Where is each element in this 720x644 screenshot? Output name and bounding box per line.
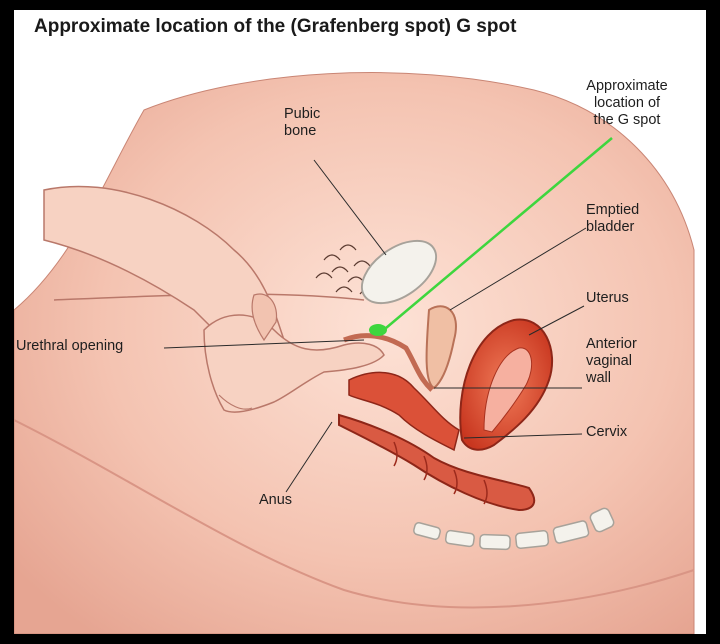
label-anterior-vaginal-wall: Anterior vaginal wall [586, 336, 637, 386]
bladder-shape [425, 305, 457, 390]
anatomy-illustration [14, 72, 695, 634]
label-uterus: Uterus [586, 290, 629, 306]
buttock-contour [14, 419, 695, 609]
urethra-shape [343, 333, 434, 392]
coccyx-vertebrae [413, 507, 615, 551]
hand-illustration [43, 185, 385, 413]
diagram-panel: Approximate location of the (Grafenberg … [14, 10, 706, 634]
label-cervix: Cervix [586, 424, 628, 440]
pubic-bone-shape [360, 239, 438, 305]
leader-lines [163, 159, 587, 493]
g-spot-pointer-line [385, 137, 613, 329]
uterine-cavity [483, 347, 533, 433]
label-urethral-opening: Urethral opening [16, 338, 124, 354]
diagram-title: Approximate location of the (Grafenberg … [34, 16, 517, 37]
rectum-folds [393, 441, 488, 505]
g-spot-marker [369, 324, 387, 336]
vagina-shape [348, 371, 460, 452]
label-g-spot: Approximate location of the G spot [586, 78, 668, 128]
label-pubic-bone: Pubic bone [284, 106, 321, 139]
label-bladder: Emptied bladder [586, 202, 640, 235]
label-anus: Anus [259, 492, 293, 508]
